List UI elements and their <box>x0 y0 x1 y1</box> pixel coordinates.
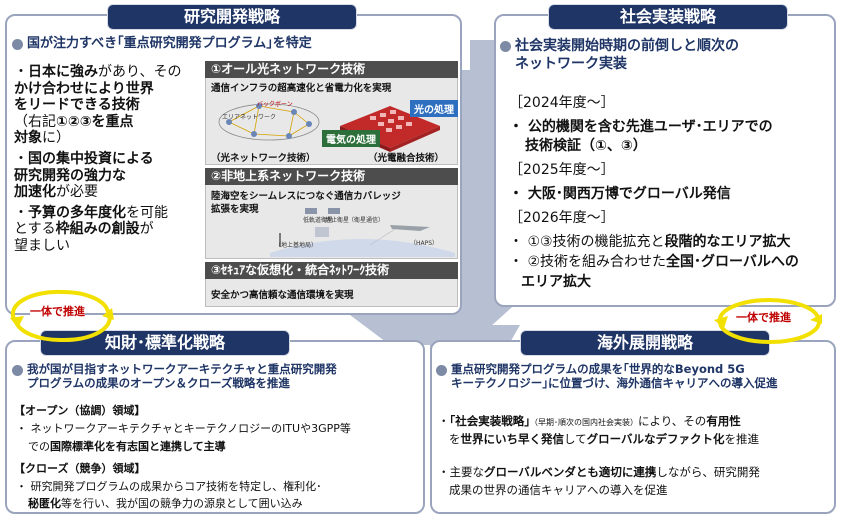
social-title: 社会実装戦略 <box>548 4 788 30</box>
sat-label-geo: 静止衛星 <box>325 217 350 224</box>
right-unified-label: 一体で推進 <box>736 311 791 324</box>
item-2026-a: ・ ①③技術の機能拡充と段階的なエリア拡大 <box>509 234 791 250</box>
optical-processing-tag: 光の処理 <box>410 100 458 117</box>
open-line-2: での国際標準化を有志国と連携して主導 <box>28 440 226 453</box>
research-subtitle: 国が注力すべき｢重点研究開発プログラム｣を特定 <box>12 36 312 52</box>
year-2026: ［2026年度～］ <box>509 210 615 226</box>
backbone-label: バックボーン <box>257 101 293 108</box>
tech1-caption-network: （光ネットワーク技術） <box>211 153 316 164</box>
tech1-caption-fusion: （光電融合技術） <box>368 153 445 164</box>
area-network-label: エリアネットワーク <box>222 114 277 121</box>
year-2025: ［2025年度～］ <box>509 162 615 178</box>
sat-label-leo: 低軌道衛星 <box>303 217 334 224</box>
research-title: 研究開発戦略 <box>107 4 357 30</box>
sat-label-comm: （衛星通信） <box>348 217 385 224</box>
research-left-line: 研究開発の強力な <box>14 167 126 184</box>
open-line-1: ・ ネットワークアーキテクチャとキーテクノロジーのITUや3GPP等 <box>16 422 351 435</box>
overseas-p2-line2: 成果の世界の通信キャリアへの導入を促進 <box>449 483 668 497</box>
close-line-1: ・ 研究開発プログラムの成果からコア技術を特定し、権利化･ <box>16 480 322 493</box>
research-left-line: 望ましい <box>14 237 70 254</box>
year-2024: ［2024年度～］ <box>509 95 615 111</box>
open-area-label: 【オープン（協調）領域】 <box>14 404 146 417</box>
bullet-icon <box>436 365 447 376</box>
tech1-title: ①オール光ネットワーク技術 <box>205 61 458 78</box>
bullet-icon <box>12 39 23 50</box>
overseas-p2-line1: ・主要なグローバルベンダとも適切に連携しながら、研究開発 <box>438 465 760 479</box>
item-2024-a: ・ 公的機関を含む先進ユーザ･エリアでの <box>509 119 773 135</box>
research-left-line: かけ合わせにより世界 <box>14 80 154 97</box>
overseas-p1-line2: を世界にいち早く発信してグローバルなデファクト化を推進 <box>449 432 760 446</box>
research-left-text: ・日本に強みがあり、そのかけ合わせにより世界をリードできる技術（右記①②③を重点… <box>14 64 204 255</box>
close-line-2: 秘匿化等を行い、我が国の競争力の源泉として囲い込み <box>28 497 303 510</box>
overseas-p1-line1: ・｢社会実装戦略｣（早期･順次の国内社会実装）により、その有用性 <box>438 414 741 428</box>
tech3-title: ③ｾｷｭｱな仮想化・統合ﾈｯﾄﾜｰｸ技術 <box>205 262 458 279</box>
non-terrestrial-illustration <box>270 208 455 257</box>
research-left-line: 対象に） <box>14 130 70 147</box>
research-left-line: （右記①②③を重点 <box>14 113 134 130</box>
social-panel <box>494 14 836 307</box>
research-left-line: 加速化が必要 <box>14 184 98 201</box>
electric-processing-tag: 電気の処理 <box>322 130 380 147</box>
left-unified-label: 一体で推進 <box>30 305 85 318</box>
haps-label: （HAPS） <box>410 240 439 247</box>
tech1-desc: 通信インフラの超高速化と省電力化を実現 <box>211 83 392 94</box>
right-loop-arrows <box>714 297 822 345</box>
bullet-icon <box>12 365 23 376</box>
ground-station-label: （地上基地局） <box>275 242 318 249</box>
tech2-desc-1: 陸海空をシームレスにつなぐ通信カバレッジ <box>211 191 401 202</box>
social-subtitle: 社会実装開始時期の前倒しと順次のネットワーク実装 <box>500 38 739 73</box>
research-left-line: ・日本に強みがあり、その <box>14 64 182 80</box>
item-2026-b: ・ ②技術を組み合わせた全国･グローバルへの <box>509 254 799 270</box>
item-2026-c: エリア拡大 <box>521 274 591 290</box>
left-loop-arrows <box>10 289 114 343</box>
overseas-panel <box>430 340 836 514</box>
ip-subtitle: 我が国が目指すネットワークアーキテクチャと重点研究開発プログラムの成果のオープン… <box>12 362 337 391</box>
item-2024-b: 技術検証（①、③） <box>525 138 647 154</box>
research-left-line: ・予算の多年度化を可能 <box>14 204 168 221</box>
research-left-line: とする枠組みの創設が <box>14 221 154 238</box>
item-2025: ・ 大阪･関西万博でグローバル発信 <box>509 186 731 202</box>
research-left-line: ・国の集中投資による <box>14 150 154 167</box>
research-left-line: をリードできる技術 <box>14 97 140 114</box>
tech2-title: ②非地上系ネットワーク技術 <box>205 168 458 185</box>
ip-title: 知財･標準化戦略 <box>40 330 290 356</box>
bullet-icon <box>500 41 511 52</box>
tech3-desc: 安全かつ高信頼な通信環境を実現 <box>211 290 354 301</box>
close-area-label: 【クローズ（競争）領域】 <box>14 462 146 475</box>
tech2-desc-2: 拡張を実現 <box>211 204 259 215</box>
optical-network-illustration <box>218 103 320 141</box>
